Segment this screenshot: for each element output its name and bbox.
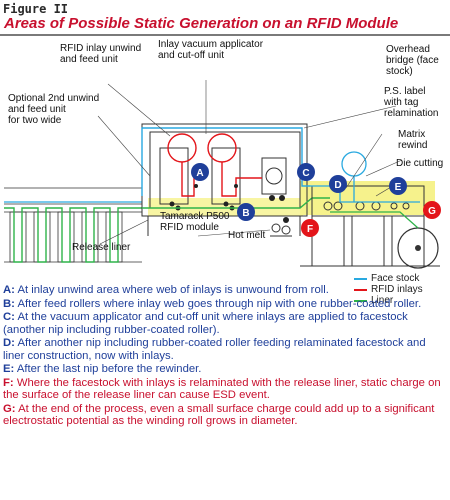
svg-text:C: C <box>302 168 309 179</box>
legend-label-liner: Liner <box>371 295 394 306</box>
notes-list: A: At inlay unwind area where web of inl… <box>3 284 448 429</box>
legend-item-liner: Liner <box>354 295 423 306</box>
note-text: At inlay unwind area where web of inlays… <box>17 284 329 296</box>
rfid-inlay-web <box>181 162 262 197</box>
hot-melt-unit <box>270 223 292 237</box>
marker-e: E <box>389 177 407 195</box>
matrix-web <box>310 176 420 203</box>
note-key: E: <box>3 363 15 375</box>
output-web <box>330 211 419 229</box>
legend-swatch-face-stock <box>354 277 367 280</box>
note-c: C: At the vacuum applicator and cut-off … <box>3 311 448 336</box>
overhead-face-stock <box>141 127 310 196</box>
label-hot-melt: Hot melt <box>228 230 265 241</box>
legend-swatch-rfid-inlays <box>354 288 367 291</box>
figure-title: Areas of Possible Static Generation on a… <box>4 15 399 32</box>
svg-text:G: G <box>428 206 436 217</box>
rewind-section <box>300 185 440 267</box>
legend-item-face-stock: Face stock <box>354 273 423 284</box>
svg-text:B: B <box>242 208 249 219</box>
matrix-rewind-reel <box>341 151 367 177</box>
finished-roll-core <box>415 245 421 251</box>
marker-a: A <box>191 163 209 181</box>
marker-d: D <box>329 175 347 193</box>
note-text: At the vacuum applicator and cut-off uni… <box>3 311 408 336</box>
note-text: After the last nip before the rewinder. <box>16 363 202 375</box>
note-key: G: <box>3 402 16 415</box>
marker-f: F <box>301 219 319 237</box>
legend-swatch-liner <box>354 299 367 302</box>
note-a: A: At inlay unwind area where web of inl… <box>3 284 448 297</box>
note-key: D: <box>3 337 15 349</box>
leader-lines <box>97 80 403 245</box>
note-b: B: After feed rollers where inlay web go… <box>3 298 448 311</box>
note-f: F: Where the facestock with inlays is re… <box>3 377 448 402</box>
note-text: After feed rollers where inlay web goes … <box>17 297 422 310</box>
svg-text:F: F <box>307 224 313 235</box>
note-d: D: After another nip including rubber-co… <box>3 337 448 362</box>
note-e: E: After the last nip before the rewinde… <box>3 363 448 376</box>
highlight-zone-module <box>148 198 303 216</box>
label-release-liner: Release liner <box>72 242 131 253</box>
note-key: A: <box>3 284 15 296</box>
note-text: Where the facestock with inlays is relam… <box>3 376 441 402</box>
note-key: B: <box>3 297 15 310</box>
svg-text:D: D <box>334 180 341 191</box>
marker-c: C <box>297 163 315 181</box>
marker-g: G <box>423 201 441 219</box>
liner-bypass <box>142 197 330 209</box>
infeed-section <box>4 187 142 263</box>
note-g: G: At the end of the process, even a sma… <box>3 403 448 428</box>
legend-label-rfid-inlays: RFID inlays <box>371 284 423 295</box>
legend: Face stock RFID inlays Liner <box>354 273 423 306</box>
legend-item-rfid-inlays: RFID inlays <box>354 284 423 295</box>
legend-label-face-stock: Face stock <box>371 273 420 284</box>
note-key: F: <box>3 376 14 389</box>
label-die-cutting: Die cutting <box>396 158 443 169</box>
rfid-module-frame <box>141 123 308 236</box>
svg-text:E: E <box>395 182 402 193</box>
note-text: At the end of the process, even a small … <box>3 402 435 428</box>
note-key: C: <box>3 311 15 323</box>
note-text: After another nip including rubber-coate… <box>3 337 426 362</box>
liner-web-infeed <box>4 207 142 263</box>
svg-text:A: A <box>196 168 203 179</box>
title-divider <box>0 34 450 36</box>
marker-b: B <box>237 203 255 221</box>
figure-label: Figure II <box>3 2 69 16</box>
